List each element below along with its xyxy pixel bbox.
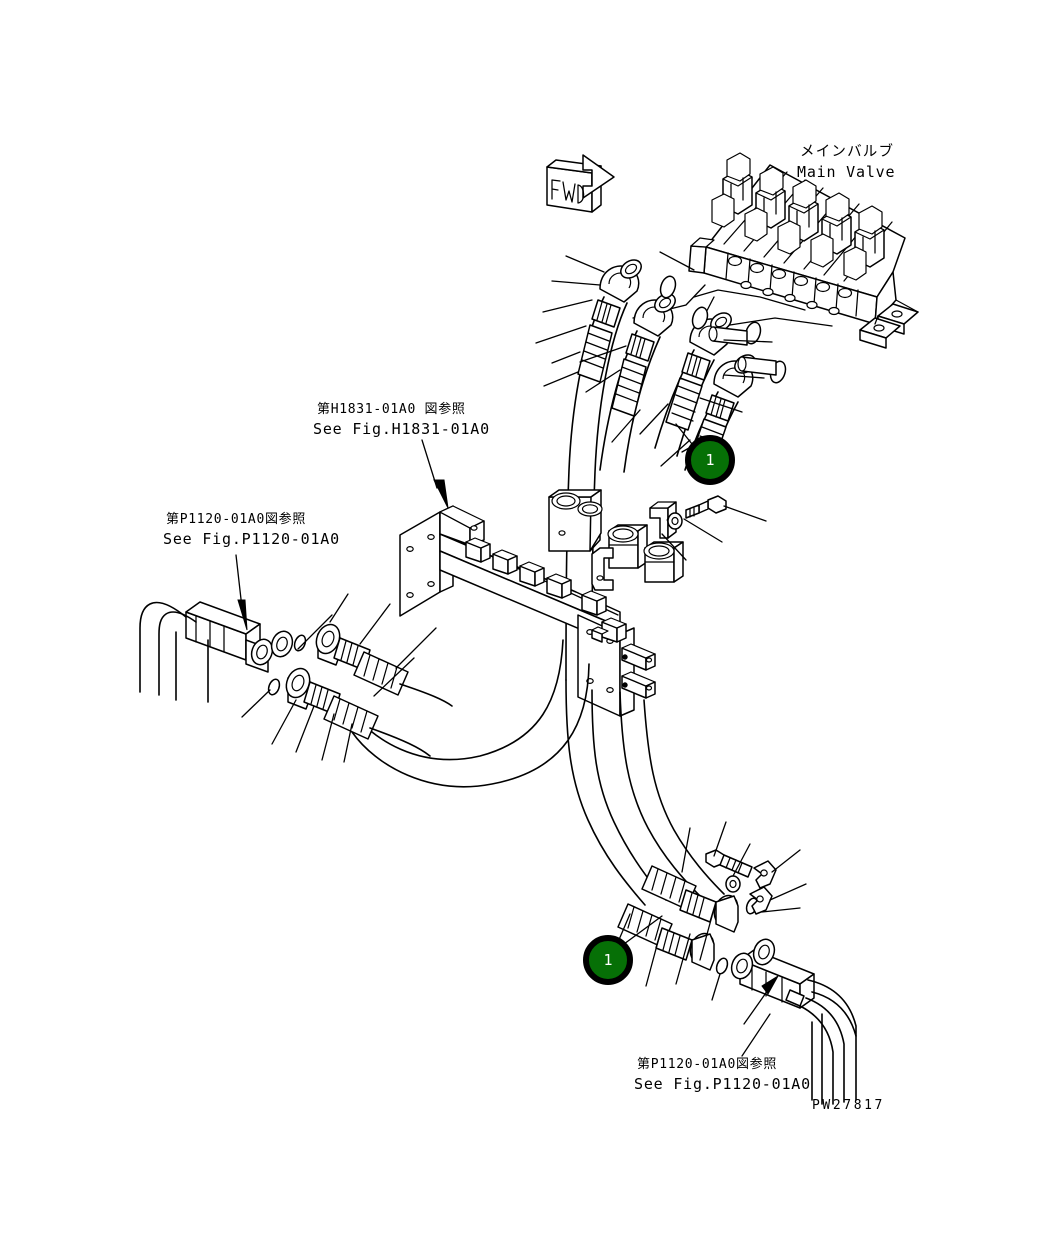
bolt-washer-leaders bbox=[661, 505, 767, 561]
main-valve-label-en: Main Valve bbox=[797, 163, 896, 181]
drawing-number-label: PW27817 bbox=[812, 1098, 885, 1113]
main-hose-run-lower bbox=[565, 679, 725, 906]
bracket-clamp-saddles bbox=[465, 537, 627, 643]
callout-marker-1-lower[interactable]: 1 bbox=[583, 935, 633, 985]
fwd-arrow-icon bbox=[546, 154, 615, 213]
left-fitting-group bbox=[139, 601, 453, 757]
left-fitting-leaders bbox=[235, 554, 437, 763]
callout-marker-1-upper-number: 1 bbox=[705, 451, 715, 469]
bracket-reference-leader bbox=[421, 439, 449, 509]
main-valve-assembly bbox=[688, 152, 919, 349]
callout-leaders bbox=[623, 423, 693, 945]
main-valve-label-jp: メインバルブ bbox=[800, 144, 895, 160]
ref-p1120-bottom-label-jp: 第P1120-01A0図参照 bbox=[637, 1057, 778, 1072]
upper-hose-leaders bbox=[535, 255, 773, 467]
ref-p1120-left-label-jp: 第P1120-01A0図参照 bbox=[166, 512, 307, 527]
u-loop-hose bbox=[348, 639, 590, 788]
bottom-ref-leader bbox=[741, 1013, 771, 1057]
ref-h1831-label-en: See Fig.H1831-01A0 bbox=[313, 420, 490, 438]
upper-hose-group bbox=[565, 259, 787, 691]
ref-h1831-label-jp: 第H1831-01A0 図参照 bbox=[317, 402, 466, 417]
hose-clamp-blocks bbox=[548, 489, 684, 591]
bolt-and-washer-upper bbox=[667, 495, 727, 530]
ref-p1120-left-label-en: See Fig.P1120-01A0 bbox=[163, 530, 340, 548]
mounting-bracket bbox=[399, 505, 656, 717]
ref-p1120-bottom-label-en: See Fig.P1120-01A0 bbox=[634, 1075, 811, 1093]
callout-marker-1-upper[interactable]: 1 bbox=[685, 435, 735, 485]
callout-marker-1-lower-number: 1 bbox=[603, 951, 613, 969]
